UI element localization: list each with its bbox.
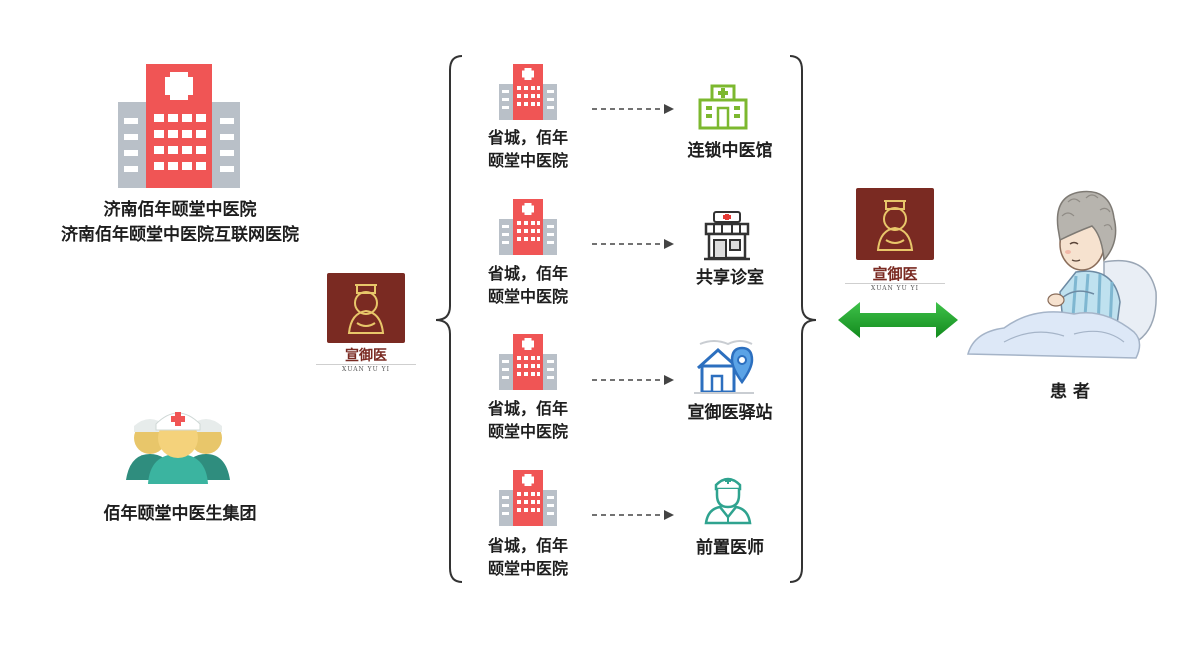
double-arrow-icon [838, 302, 958, 338]
left-brace [435, 55, 463, 583]
dashed-arrow [592, 104, 674, 114]
large-hospital-icon [118, 64, 240, 188]
xuanyuyi-logo-right [856, 188, 934, 260]
dashed-arrow [592, 510, 674, 520]
patient-label: 患 者 [1050, 382, 1090, 402]
row-hospital-label-3b: 颐堂中医院 [487, 422, 568, 441]
row-hospital-label-3a: 省城，佰年 [487, 399, 568, 418]
logo-pinyin: XUAN YU YI [342, 366, 390, 373]
row-hospital-label-1a: 省城，佰年 [487, 128, 568, 147]
small-hospital-icon [499, 64, 557, 120]
house-pin-icon [694, 340, 754, 394]
logo-divider-right [845, 283, 945, 284]
row-hospital-label-2b: 颐堂中医院 [487, 287, 568, 306]
hospital-name-line2: 济南佰年颐堂中医院互联网医院 [61, 225, 299, 245]
hospital-name-line1: 济南佰年颐堂中医院 [103, 200, 257, 220]
small-hospital-icon [499, 470, 557, 526]
doctor-group-label: 佰年颐堂中医生集团 [103, 504, 257, 524]
emperor-figure-icon [347, 284, 385, 334]
logo-name-right: 宣御医 [872, 265, 918, 283]
emperor-figure-icon [876, 200, 914, 251]
service-label-3: 宣御医驿站 [687, 403, 773, 423]
doctor-group-icon [126, 412, 230, 484]
logo-divider [316, 364, 416, 365]
xuanyuyi-logo [327, 273, 405, 343]
small-hospital-icon [499, 199, 557, 255]
row-hospital-label-1b: 颐堂中医院 [487, 151, 568, 170]
right-brace [789, 55, 817, 583]
patient-illustration [967, 190, 1157, 359]
row-hospital-label-4a: 省城，佰年 [487, 536, 568, 555]
service-label-2: 共享诊室 [696, 268, 764, 288]
doctor-icon [704, 477, 752, 525]
dashed-arrow [592, 239, 674, 249]
dashed-arrow [592, 375, 674, 385]
clinic-icon [698, 84, 748, 130]
row-hospital-label-2a: 省城，佰年 [487, 264, 568, 283]
row-hospital-label-4b: 颐堂中医院 [487, 559, 568, 578]
logo-name: 宣御医 [345, 348, 387, 364]
shop-icon [704, 211, 750, 261]
logo-pinyin-right: XUAN YU YI [871, 285, 919, 292]
small-hospital-icon [499, 334, 557, 390]
service-label-4: 前置医师 [696, 538, 764, 558]
service-label-1: 连锁中医馆 [687, 141, 773, 161]
